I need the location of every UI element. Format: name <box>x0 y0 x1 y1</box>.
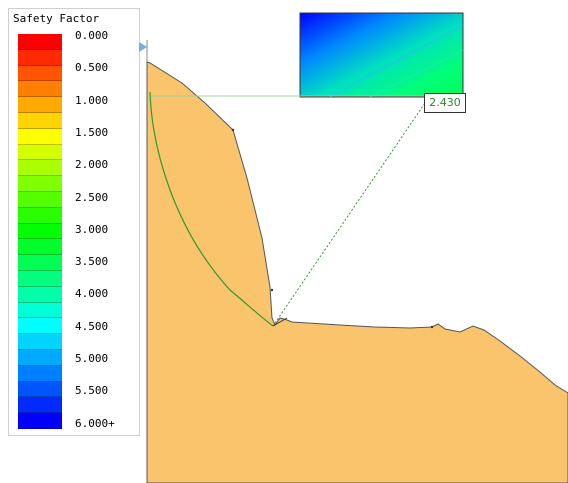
legend-swatch <box>18 397 62 414</box>
legend-swatch <box>18 112 62 129</box>
legend-tick-label: 5.500 <box>75 384 109 398</box>
legend-swatch <box>18 191 62 208</box>
legend-swatch <box>18 34 62 50</box>
legend-tick-label: 2.000 <box>75 158 109 172</box>
legend-tick-label: 0.500 <box>75 61 109 75</box>
radius-line <box>272 99 428 327</box>
toe-marker <box>272 317 288 327</box>
legend-swatch <box>18 49 62 66</box>
vertex-marker <box>270 288 274 292</box>
legend-tick-label: 3.000 <box>75 222 109 236</box>
legend-swatch <box>18 207 62 224</box>
legend-swatch <box>18 334 62 350</box>
legend-tick-label: 0.000 <box>75 29 109 42</box>
factor-of-safety-label[interactable]: 2.430 <box>424 93 466 113</box>
critical-slip-surface[interactable] <box>149 91 274 327</box>
legend-swatch <box>18 318 62 335</box>
legend-tick-label: 6.000+ <box>75 416 115 430</box>
legend-swatch <box>18 239 62 256</box>
safety-factor-legend: Safety Factor 0.000 0.500 1.000 1.500 2.000 2… <box>8 8 140 436</box>
axis-marker-icon <box>139 42 147 52</box>
legend-tick-label: 5.000 <box>75 352 109 365</box>
legend-tick-label: 1.000 <box>75 93 109 107</box>
legend-tick-label: 4.500 <box>75 319 109 333</box>
legend-tick-label: 1.500 <box>75 125 109 139</box>
legend-tick-label: 4.000 <box>75 287 109 301</box>
grid-contour <box>329 24 464 98</box>
soil-region[interactable] <box>146 61 568 483</box>
legend-swatch <box>18 97 62 113</box>
legend-swatch <box>18 223 62 240</box>
legend-swatch <box>18 270 62 287</box>
legend-swatch <box>18 144 62 161</box>
legend-tick-label: 3.500 <box>75 255 109 269</box>
legend-swatch <box>18 349 62 366</box>
legend-title: Safety Factor <box>13 12 100 25</box>
legend-swatch <box>18 302 62 319</box>
legend-color-scale <box>18 34 62 429</box>
legend-swatch <box>18 365 62 382</box>
legend-tick-label: 2.500 <box>75 190 109 204</box>
legend-swatch <box>18 128 62 145</box>
vertex-marker <box>231 128 235 132</box>
legend-swatch <box>18 160 62 177</box>
grid-contour <box>369 49 464 98</box>
legend-swatch <box>18 81 62 98</box>
legend-swatch <box>18 413 62 429</box>
legend-swatch <box>18 65 62 82</box>
legend-swatch <box>18 381 62 398</box>
slip-center-grid[interactable] <box>299 12 464 98</box>
vertex-marker <box>430 325 434 329</box>
legend-swatch <box>18 286 62 303</box>
legend-swatch <box>18 176 62 192</box>
legend-swatch <box>18 255 62 271</box>
